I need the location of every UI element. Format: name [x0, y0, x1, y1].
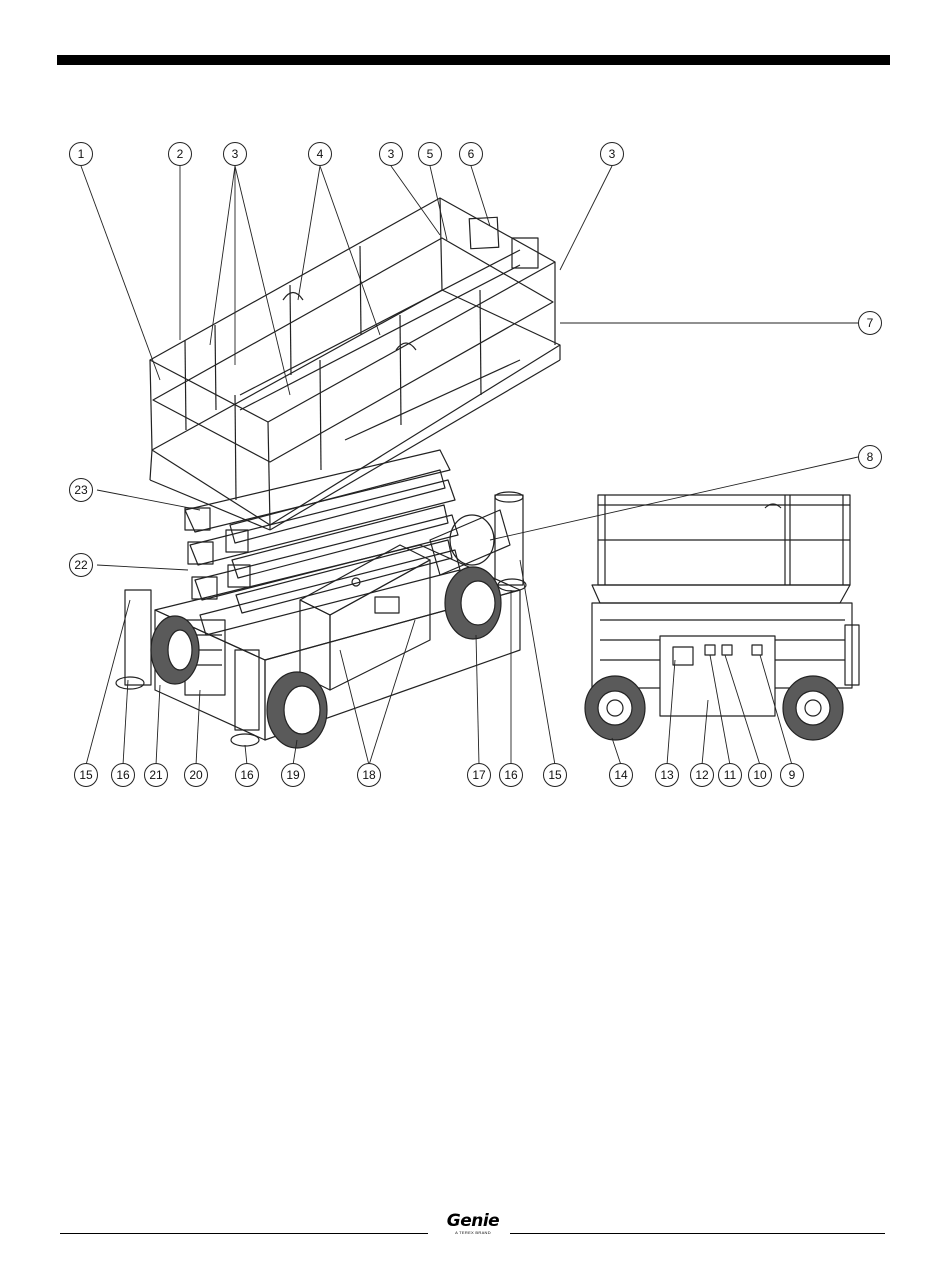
footer-rule-right [510, 1233, 885, 1234]
footer-rule-left [60, 1233, 428, 1234]
callout-15: 15 [543, 763, 567, 787]
callout-8: 8 [858, 445, 882, 469]
callout-20: 20 [184, 763, 208, 787]
platform-railing [150, 198, 560, 530]
callout-7: 7 [858, 311, 882, 335]
callout-15: 15 [74, 763, 98, 787]
callout-12: 12 [690, 763, 714, 787]
callout-9: 9 [780, 763, 804, 787]
callout-3: 3 [223, 142, 247, 166]
callout-13: 13 [655, 763, 679, 787]
rear-view-lift [585, 495, 859, 740]
callout-10: 10 [748, 763, 772, 787]
callout-1: 1 [69, 142, 93, 166]
callout-5: 5 [418, 142, 442, 166]
callout-19: 19 [281, 763, 305, 787]
callout-16: 16 [111, 763, 135, 787]
callout-3: 3 [379, 142, 403, 166]
callout-21: 21 [144, 763, 168, 787]
battery-box [300, 545, 430, 690]
wheels [151, 567, 501, 748]
callout-16: 16 [235, 763, 259, 787]
callout-14: 14 [609, 763, 633, 787]
callout-2: 2 [168, 142, 192, 166]
callout-16: 16 [499, 763, 523, 787]
callout-3: 3 [600, 142, 624, 166]
callout-6: 6 [459, 142, 483, 166]
callout-11: 11 [718, 763, 742, 787]
callout-18: 18 [357, 763, 381, 787]
genie-logo: Genie A TEREX BRAND [440, 1212, 506, 1235]
callout-17: 17 [467, 763, 491, 787]
scissor-arms [185, 450, 460, 635]
logo-wordmark: Genie [440, 1212, 506, 1230]
callout-4: 4 [308, 142, 332, 166]
callout-22: 22 [69, 553, 93, 577]
callout-23: 23 [69, 478, 93, 502]
